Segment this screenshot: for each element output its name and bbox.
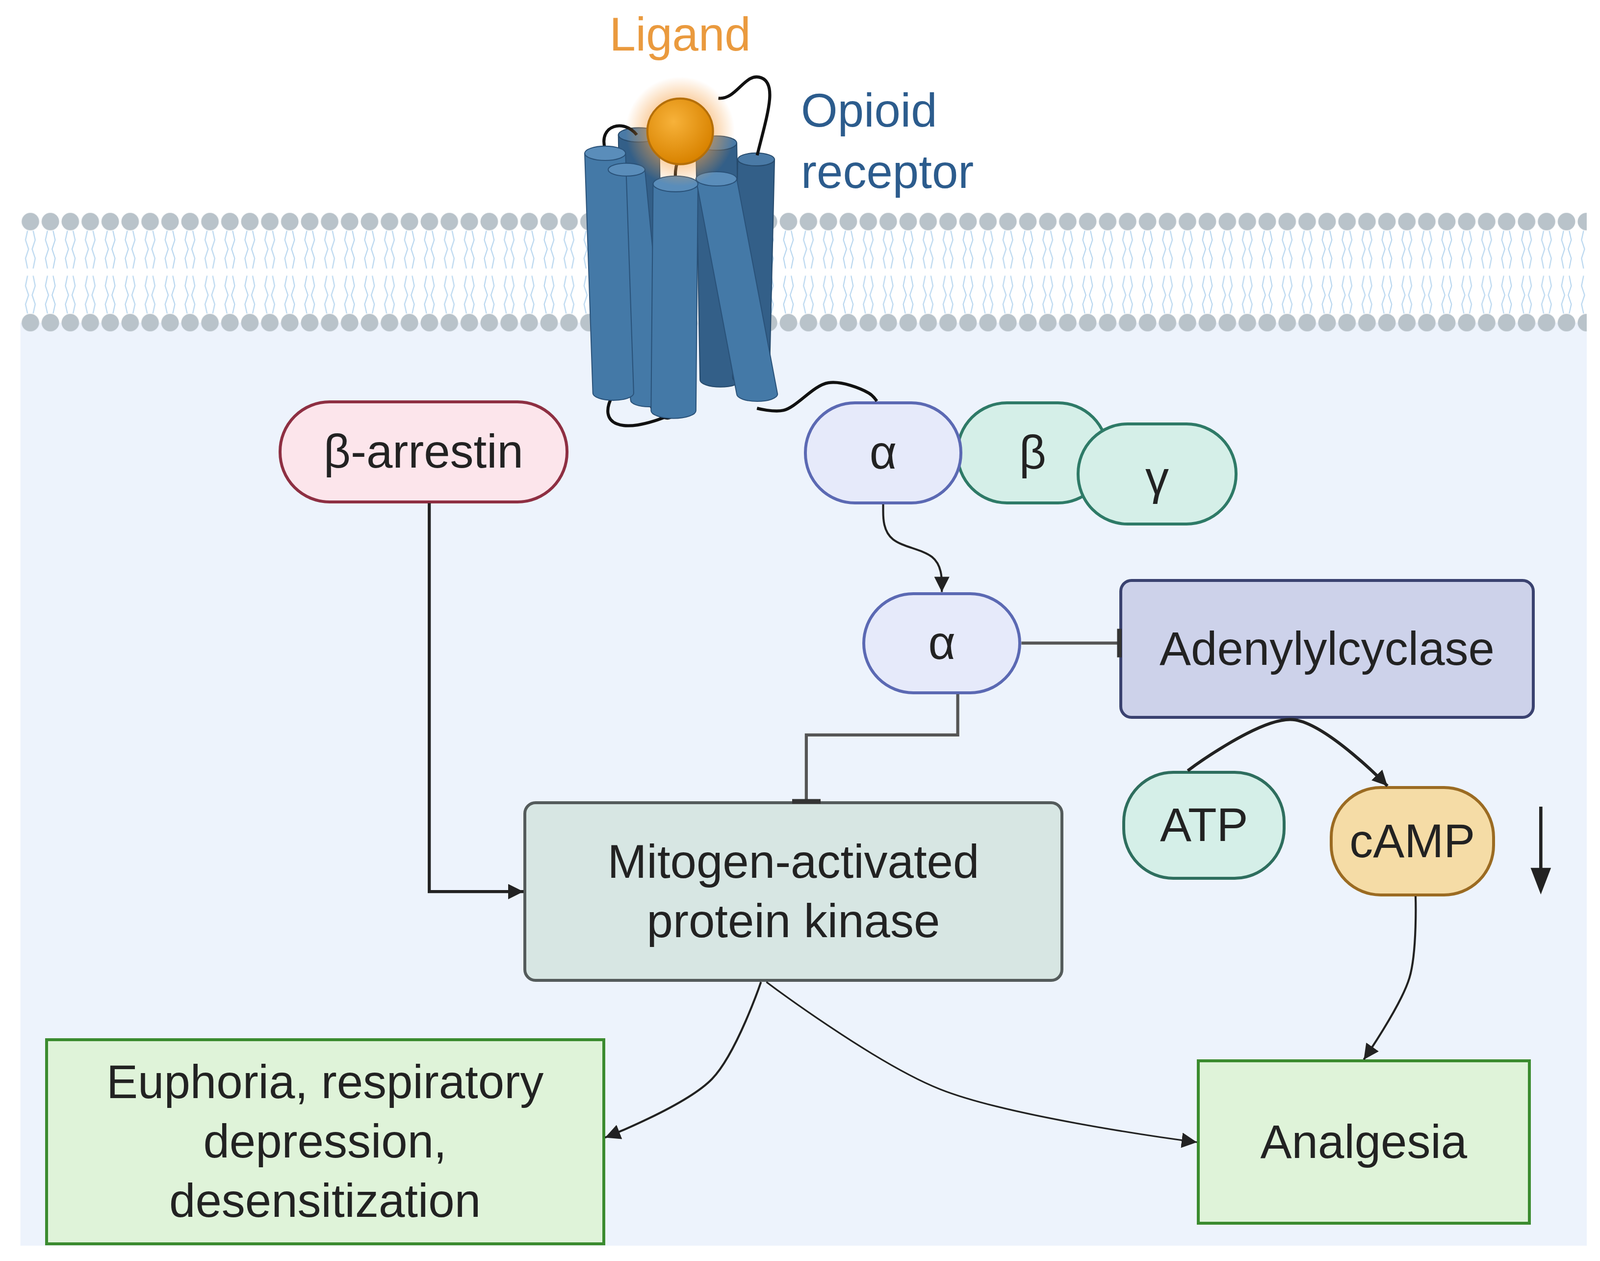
arrow-connector [766,981,1197,1142]
g-alpha-subunit: α [803,401,962,505]
receptor-loop [675,149,705,180]
membrane-inner-leaflet [20,269,1587,333]
kinase-box: Mitogen-activated protein kinase [523,800,1064,982]
node-label: Analgesia [1260,1111,1468,1172]
decrease-arrow-shaft [1539,806,1543,870]
node-label: Mitogen-activated protein kinase [541,831,1046,951]
helix-top [696,135,737,151]
node-label: Adenylylcyclase [1159,619,1495,679]
helix-cylinder [650,183,698,418]
ligand-circle: Ligand [645,97,715,166]
node-label: ATP [1160,795,1249,855]
helix-top [618,127,660,142]
effect-box: Analgesia [1196,1058,1531,1225]
ligand-circle [647,98,714,164]
node-label: β-arrestin [323,421,524,482]
decrease-arrow-head [1530,867,1552,895]
arrow-connector [1363,896,1416,1060]
ligand-label: Ligand [609,4,751,65]
node-label: Euphoria, respiratory depression, desens… [62,1052,588,1231]
molecule-pill: ATP [1122,770,1286,880]
g-alpha-subunit: α [862,592,1022,695]
receptor-loop [718,76,771,155]
arrow-connector [756,382,877,411]
receptor-loop [603,125,637,150]
helix-cylinder [696,178,778,402]
inhibition-connector [1021,641,1120,645]
helix-top [696,171,737,186]
arrow-connector [605,981,762,1137]
helix-top [652,175,698,192]
protein-pill: β-arrestin [278,400,569,504]
node-label: α [869,422,898,483]
molecule-pill: cAMP [1329,785,1496,897]
receptor-label: Opioid receptor [800,79,1021,203]
node-label: α [928,613,956,673]
enzyme-box: Adenylylcyclase [1119,578,1535,719]
membrane-outer-leaflet [20,211,1587,275]
helix-top [584,145,626,160]
arrow-connector [1187,719,1388,786]
arrow-connector [429,503,524,892]
ligand-glow [625,76,735,186]
effect-box: Euphoria, respiratory depression, desens… [45,1037,606,1245]
node-label: β [1019,422,1047,483]
node-label: γ [1145,448,1169,508]
ligand-outline [645,97,715,166]
helix-cylinder [584,153,634,400]
helix-top [608,162,646,176]
node-label: cAMP [1349,811,1475,871]
arrow-connector [883,504,943,593]
cytoplasm-area [20,322,1587,1246]
inhibition-connector [806,694,958,801]
g-gamma-subunit: γ [1076,422,1239,526]
